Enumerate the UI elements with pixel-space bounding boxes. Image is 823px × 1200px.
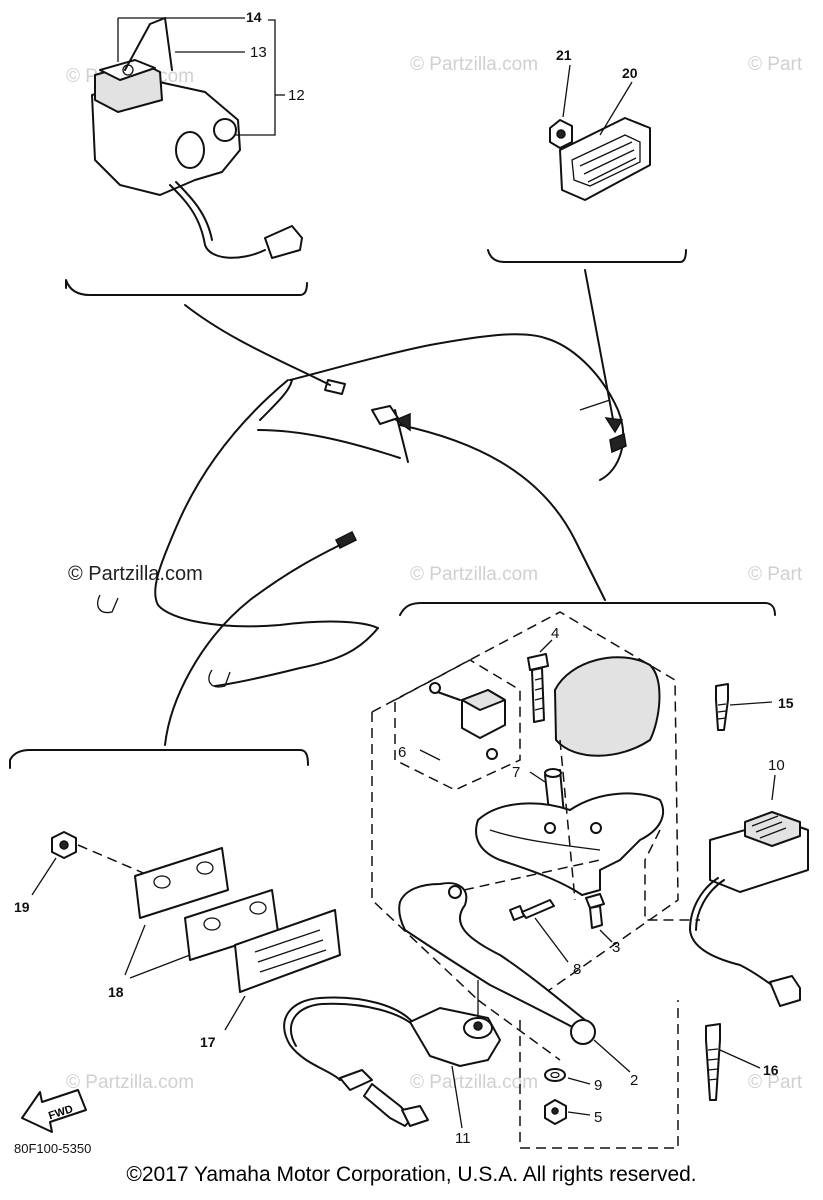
harness-wire <box>164 544 341 746</box>
switch-housing-assembly: 14 13 12 <box>91 9 305 259</box>
watermark: © Part <box>748 564 803 585</box>
arrow <box>394 412 411 432</box>
callout-2: 2 <box>630 1072 638 1089</box>
watermarks: © Partzilla.com © Partzilla.com © Part ©… <box>66 54 803 1093</box>
harness-wire <box>399 424 606 601</box>
diagram-code: 80F100-5350 <box>14 1141 91 1156</box>
group-bracket <box>487 249 687 263</box>
part-5-nut: 5 <box>544 1099 602 1126</box>
dash-line <box>463 859 601 891</box>
callout-19: 19 <box>14 899 30 915</box>
watermark: © Part <box>748 1072 803 1093</box>
part-10-module: 10 <box>644 757 809 1007</box>
part-2-lever: 2 <box>398 882 638 1089</box>
callout-13: 13 <box>250 44 267 61</box>
callout-15: 15 <box>778 695 794 711</box>
callout-3: 3 <box>612 939 620 956</box>
watermark: © Part <box>748 54 803 75</box>
callout-8: 8 <box>573 961 581 978</box>
callout-17: 17 <box>200 1034 216 1050</box>
harness-wire <box>584 269 616 431</box>
watermark: © Partzilla.com <box>410 54 538 75</box>
callout-18: 18 <box>108 984 124 1000</box>
callout-5: 5 <box>594 1109 602 1126</box>
watermark: © Partzilla.com <box>410 564 538 585</box>
watermark: © Partzilla.com <box>410 1072 538 1093</box>
part-9-washer: 9 <box>544 1068 602 1094</box>
copyright-notice: ©2017 Yamaha Motor Corporation, U.S.A. A… <box>126 1163 697 1186</box>
part-16-tie: 16 <box>705 1023 779 1101</box>
group-bracket <box>9 749 309 769</box>
lever-bracket-detail <box>489 829 601 851</box>
watermark-dark: © Partzilla.com <box>68 563 203 585</box>
callout-11: 11 <box>455 1130 471 1147</box>
part-17-lamp: 17 <box>200 909 341 1050</box>
callout-9: 9 <box>594 1077 602 1094</box>
callout-4: 4 <box>551 625 559 642</box>
part-6-switch: 6 <box>398 682 506 761</box>
assembly-boundary <box>519 1000 679 1149</box>
callout-20: 20 <box>622 65 638 81</box>
fwd-arrow-icon: FWD <box>21 1089 87 1133</box>
part-4-screw: 4 <box>527 625 559 723</box>
part-11-switch: 11 <box>283 980 561 1147</box>
housing-cover <box>554 656 661 757</box>
dash-line <box>559 739 576 901</box>
cowl-outline <box>97 333 627 688</box>
callout-12: 12 <box>288 87 305 104</box>
part-3-screw: 3 <box>585 893 620 956</box>
callout-14: 14 <box>246 9 262 25</box>
callout-10: 10 <box>768 757 785 774</box>
bracket-hole <box>590 822 602 834</box>
arrow <box>604 417 624 434</box>
harness-wire <box>184 304 331 386</box>
callout-6: 6 <box>398 744 406 761</box>
callout-7: 7 <box>512 764 520 781</box>
assembly-boundary <box>371 611 679 1001</box>
sub-boundary <box>394 659 521 791</box>
part-19-nut: 19 <box>14 831 149 915</box>
bracket-hole <box>544 822 556 834</box>
group-bracket <box>65 279 308 296</box>
lamp-assembly: 21 20 <box>549 47 651 201</box>
callout-16: 16 <box>763 1062 779 1078</box>
part-15-tie: 15 <box>715 683 794 731</box>
part-8-bolt: 8 <box>509 899 581 978</box>
group-bracket <box>399 602 776 616</box>
watermark: © Partzilla.com <box>66 1072 194 1093</box>
callout-21: 21 <box>556 47 572 63</box>
